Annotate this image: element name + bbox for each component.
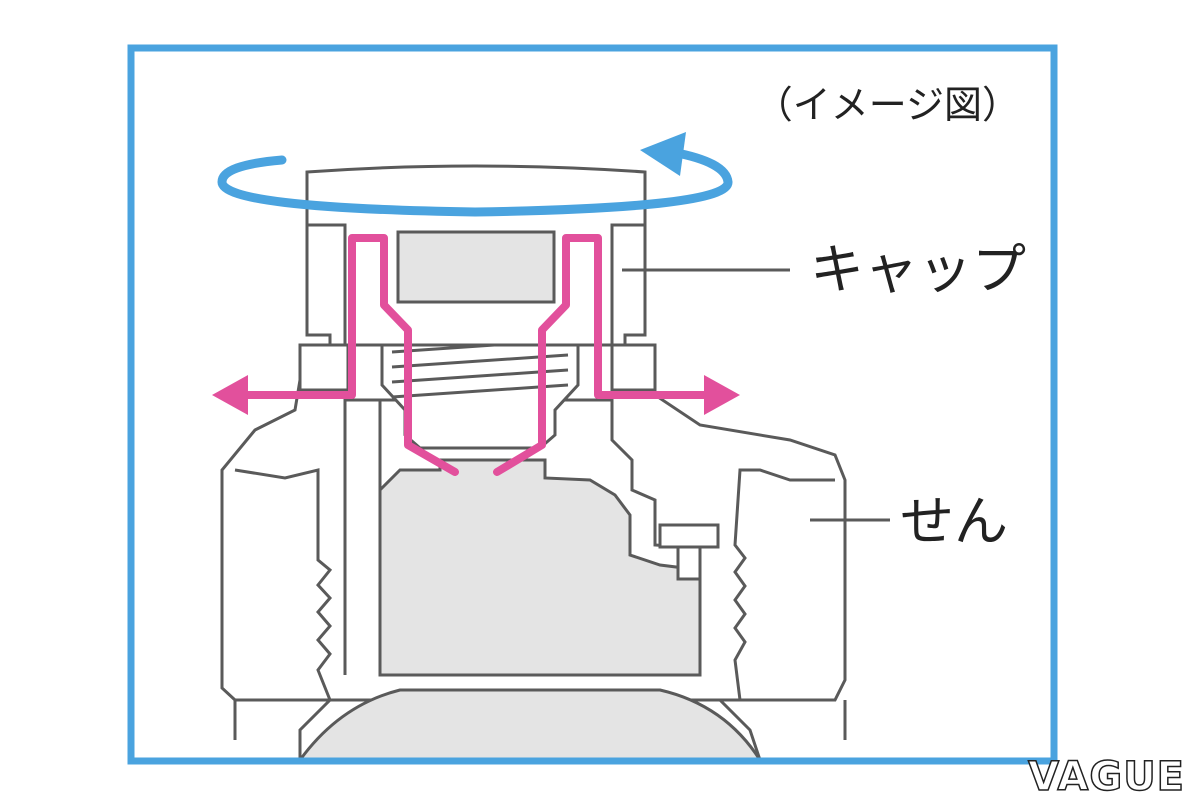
mechanism-drawing (212, 166, 890, 760)
latch-block (660, 525, 718, 547)
vague-watermark: VAGUE (1028, 754, 1185, 799)
cap-plug (398, 232, 554, 302)
diagram-caption: （イメージ図） (755, 83, 1020, 127)
latch-pin (678, 547, 700, 579)
rotation-arrowhead (640, 132, 686, 176)
base-dome (300, 690, 760, 760)
stopper-label: せん (900, 490, 1008, 553)
cap-label: キャップ (810, 238, 1026, 301)
